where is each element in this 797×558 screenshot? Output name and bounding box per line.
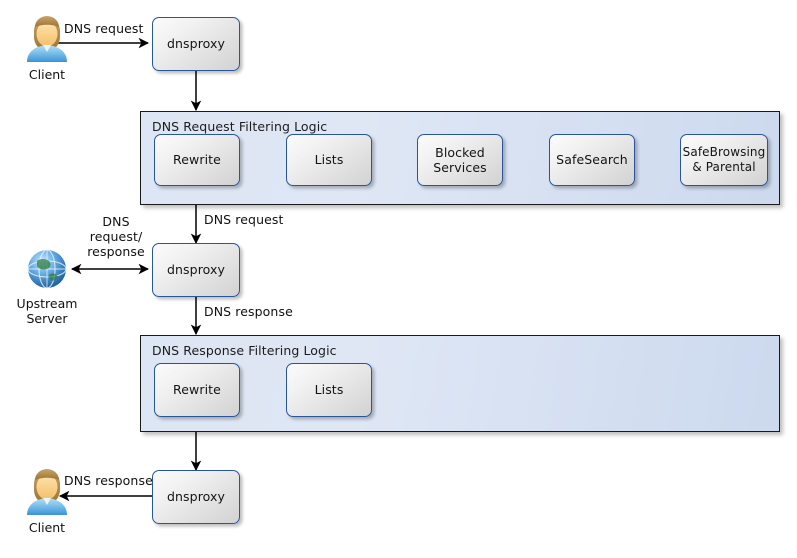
actor-caption: Client [28,67,66,82]
actor-client-top: Client [12,14,82,83]
actor-upstream-server: Upstream Server [12,243,82,327]
node-req-safebrowsing-parental[interactable]: SafeBrowsing & Parental [680,134,768,186]
node-label: Lists [314,382,344,398]
panel-title: DNS Response Filtering Logic [152,343,337,358]
edge-label-request-panel-out: DNS request [204,212,284,227]
node-dnsproxy-middle[interactable]: dnsproxy [152,243,240,297]
user-avatar-icon [27,469,67,515]
edge-label-client-response: DNS response [64,473,153,488]
node-res-lists[interactable]: Lists [286,363,372,417]
node-req-rewrite[interactable]: Rewrite [154,134,240,186]
panel-title: DNS Request Filtering Logic [152,119,328,134]
node-dnsproxy-bottom[interactable]: dnsproxy [152,470,240,524]
node-req-blocked-services[interactable]: Blocked Services [417,134,503,186]
node-req-lists[interactable]: Lists [286,134,372,186]
node-label-line2: Services [433,160,487,175]
node-label-line1: SafeBrowsing [682,145,766,160]
edge-label-client-request: DNS request [64,21,144,36]
node-label-line2: & Parental [692,160,756,174]
node-dnsproxy-top[interactable]: dnsproxy [152,17,240,71]
node-req-safesearch[interactable]: SafeSearch [549,134,635,186]
node-res-rewrite[interactable]: Rewrite [154,363,240,417]
edge-label-upstream-exchange: DNS request/ response [85,214,147,259]
edge-label-response-panel-in: DNS response [204,304,293,319]
node-label: Lists [314,152,344,168]
actor-caption: Upstream Server [16,296,78,326]
panel-request-filtering: DNS Request Filtering Logic [140,111,780,205]
actor-caption: Client [28,520,66,535]
node-label-line1: Blocked [435,144,485,160]
node-label: dnsproxy [166,262,226,278]
panel-response-filtering: DNS Response Filtering Logic [140,335,780,432]
node-label: Rewrite [173,152,221,168]
edge-label-line2: request/ [89,228,143,244]
edge-label-line1: DNS [102,214,130,229]
node-label: Rewrite [173,382,221,398]
globe-network-icon [27,249,67,289]
edge-label-line3: response [87,243,145,259]
node-label: dnsproxy [166,489,226,505]
node-label: dnsproxy [166,36,226,52]
node-label: SafeSearch [556,152,628,168]
actor-client-bottom: Client [12,467,82,536]
user-avatar-icon [27,16,67,62]
